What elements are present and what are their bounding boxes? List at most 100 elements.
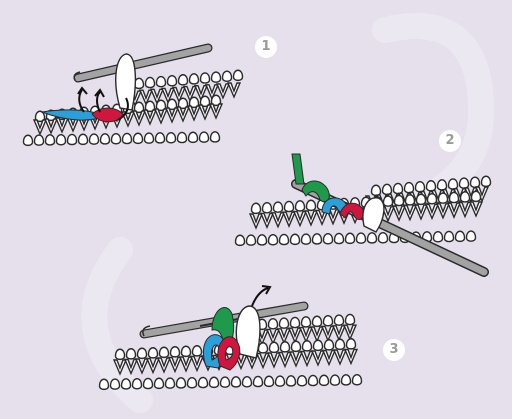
stitch [307,374,319,387]
loop-on-hook [235,305,261,359]
stitch [294,200,306,212]
stitch [289,316,301,329]
yarn-swatch [98,313,363,391]
stitch [424,203,440,221]
step-2-illustration [234,153,492,277]
stitch [158,346,170,359]
stitch [296,374,308,387]
stitch [289,233,301,246]
stitch [382,195,394,207]
stitch [309,326,325,343]
stitch [300,233,312,245]
stitch [446,202,462,219]
stitch [261,201,273,214]
stitch [402,204,418,222]
stitch [344,232,356,245]
stitch [303,210,319,227]
stitch [110,132,122,145]
stitch [99,133,111,145]
stitch [318,374,330,387]
loop-on-hook [115,53,137,111]
stitch [112,359,128,376]
stitch [323,339,335,351]
stitch [468,201,484,218]
stitch [208,376,220,389]
stitch [320,325,336,343]
stitch [142,109,158,126]
stitch [370,184,382,197]
stitch [164,377,176,389]
stitch [33,134,45,146]
stitch [180,345,192,358]
stitch [277,351,293,369]
stitch [322,314,334,327]
step-1-illustration [22,43,244,147]
stitch [343,348,359,366]
stitch [276,328,292,345]
stitch [392,182,404,195]
stitch [470,190,482,203]
stitch [351,373,363,386]
stitch [425,180,437,192]
stitch [259,212,275,230]
stitch [153,377,165,390]
stitch [156,357,172,374]
stitch [288,351,304,368]
stitch [469,176,481,188]
stitch [435,203,451,220]
stitch [241,375,253,388]
stitch [256,234,268,246]
stitch [312,339,324,352]
yarn-swatch [22,69,244,147]
stitch [311,315,323,328]
stitch [221,70,233,82]
stitch [208,103,224,120]
stitch [132,132,144,145]
stitch [331,325,347,342]
stitch [285,375,297,387]
stitch [437,192,449,204]
stitch [459,191,471,203]
stitch [210,71,222,83]
stitch [250,202,262,215]
stitch [342,324,358,341]
stitch [155,75,167,88]
step-badge-3: 3 [383,339,405,361]
stitch [154,132,166,144]
stitch [226,82,242,99]
stitch [187,131,199,144]
stitch [186,105,202,122]
stitch [186,376,198,389]
stitch [143,132,155,144]
stitch [457,201,473,219]
stitch [245,234,257,246]
stitch [414,180,426,193]
stitch [334,338,346,351]
stitch [299,350,315,368]
stitch [209,131,221,143]
stitch [279,341,291,353]
stitch [32,119,48,136]
stitch [344,313,356,326]
stitch [175,106,191,123]
stitch [292,210,308,228]
stitch [164,107,180,124]
stitch [278,233,290,246]
stitch [381,183,393,196]
stitch [267,317,279,330]
stitch [298,326,314,344]
stitch [88,133,100,145]
stitch [153,108,169,125]
stitch [230,376,242,388]
stitch [44,134,56,146]
stitch [458,177,470,189]
stitch [270,212,286,229]
stitch [178,356,194,373]
stitch [66,133,78,146]
stitch [281,211,297,228]
stitch [176,131,188,144]
stitch [278,317,290,329]
stitch [366,232,378,244]
stitch [283,200,295,213]
